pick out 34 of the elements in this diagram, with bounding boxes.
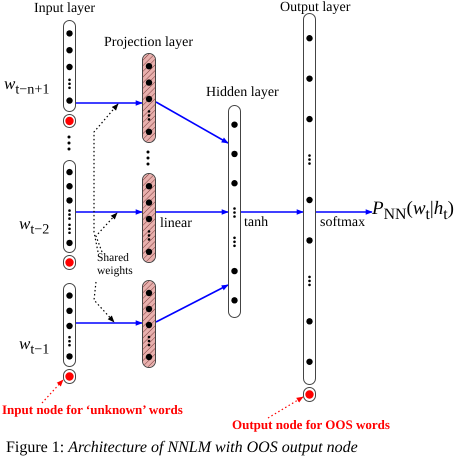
leader-line — [268, 396, 304, 419]
unit-cell — [63, 255, 76, 270]
dotted-arrow — [93, 282, 114, 323]
activation-label: linear — [160, 216, 192, 232]
arrow — [316, 209, 373, 215]
arrow — [76, 320, 143, 326]
activation-label: tanh — [244, 215, 268, 230]
arrow — [156, 209, 229, 215]
projection-column — [142, 280, 156, 368]
annotation-text: Input node for ‘unknown’ words — [2, 403, 184, 418]
arrow — [76, 100, 143, 106]
dotted-arrow — [95, 212, 118, 252]
output-probability-label: P$_{NN}$(w$_{t}$|h$_{t}$) — [372, 199, 455, 224]
layer-label: Input layer — [34, 1, 96, 16]
layer-label: Output layer — [280, 0, 350, 16]
unit-cell — [303, 387, 316, 402]
figure-caption: Figure 1: Architecture of NNLM with OOS output node — [6, 439, 358, 457]
variable-label: w$_{t−1}$ — [19, 335, 50, 358]
projection-column — [142, 53, 156, 143]
arrow — [241, 209, 304, 215]
variable-label: w$_{t−2}$ — [19, 215, 50, 238]
variable-label: w$_{t−n+1}$ — [4, 75, 50, 98]
arrow — [156, 101, 229, 144]
activation-label: softmax — [320, 215, 366, 230]
arrow — [156, 284, 229, 323]
annotation-text: Shared weights — [97, 252, 134, 278]
dotted-arrow — [93, 103, 118, 252]
unit-cell — [63, 369, 76, 384]
annotation-text: Output node for OOS words — [232, 418, 391, 432]
layer-label: Hidden layer — [206, 85, 279, 100]
leader-line — [42, 379, 64, 404]
layer-label: Projection layer — [104, 35, 194, 50]
arrow — [76, 209, 143, 215]
unit-cell — [63, 114, 76, 128]
